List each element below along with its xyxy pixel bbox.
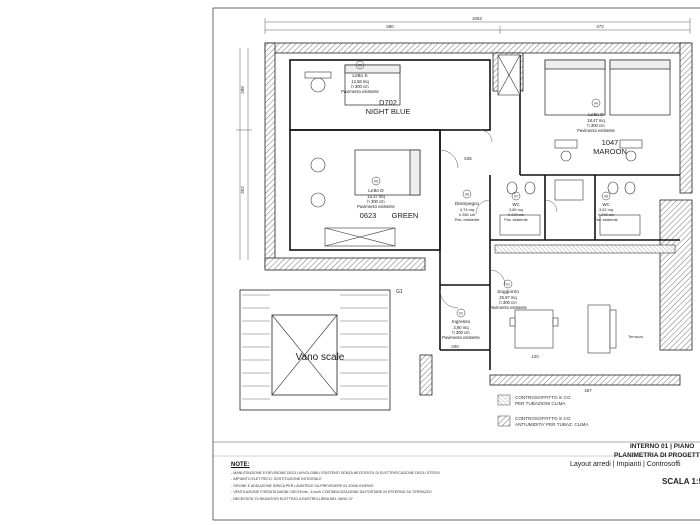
svg-text:Letto S: Letto S bbox=[352, 73, 367, 79]
room-number-soggiorno: 01 bbox=[506, 283, 510, 287]
terrazzo-label: Terrazzo bbox=[628, 334, 644, 339]
svg-text:3,52 mq: 3,52 mq bbox=[599, 208, 613, 212]
room-number-letto-d-top: 04 bbox=[594, 102, 598, 106]
svg-text:Letto D: Letto D bbox=[368, 188, 384, 194]
bathroom-fixtures bbox=[499, 179, 641, 236]
notes-title: NOTE: bbox=[231, 462, 250, 468]
dim-soggiorno-width: 120 bbox=[531, 354, 539, 359]
svg-text:h 300 cm: h 300 cm bbox=[367, 199, 385, 204]
svg-text:0623: 0623 bbox=[360, 211, 377, 220]
svg-text:18,47 mq: 18,47 mq bbox=[587, 118, 605, 123]
svg-text:h 260 cm: h 260 cm bbox=[459, 212, 476, 217]
svg-text:Pavimento esistente: Pavimento esistente bbox=[489, 305, 527, 310]
svg-text:h 300 cm: h 300 cm bbox=[351, 84, 369, 89]
interior-walls bbox=[289, 55, 680, 370]
furniture-chairs bbox=[304, 71, 643, 208]
note-item: - NECESSITA' DI RADIATORI ELETTRICI A RA… bbox=[231, 496, 353, 501]
door-swings bbox=[439, 129, 558, 309]
room-number-disimpegno: 06 bbox=[465, 193, 469, 197]
svg-text:15,37 mq: 15,37 mq bbox=[367, 194, 385, 199]
furniture-beds bbox=[344, 59, 671, 196]
svg-text:Pavimento esistente: Pavimento esistente bbox=[442, 335, 480, 340]
svg-text:Pav. esistente: Pav. esistente bbox=[455, 217, 481, 222]
title-scale: SCALA 1:5 bbox=[662, 477, 700, 486]
dim-bottom-total: 467 bbox=[584, 388, 592, 393]
note-item: - MANUTENZIONE E REVISIONE DEGLI AVVOLGI… bbox=[231, 471, 440, 475]
svg-text:1047: 1047 bbox=[602, 138, 619, 147]
section-mark: G1 bbox=[396, 289, 403, 295]
svg-text:MAROON: MAROON bbox=[593, 147, 627, 156]
svg-text:4,74 mq: 4,74 mq bbox=[460, 207, 474, 212]
svg-text:h 300 cm: h 300 cm bbox=[499, 300, 517, 305]
room-number-wc-2: 08 bbox=[604, 195, 608, 199]
svg-text:Pavimento esistente: Pavimento esistente bbox=[341, 89, 379, 94]
svg-text:h 240 cm: h 240 cm bbox=[598, 213, 614, 217]
title-line-3: Layout arredi | Impianti | Controsoffi bbox=[570, 461, 681, 468]
dim-left-lower: 352 bbox=[240, 186, 245, 194]
title-line-2: PLANIMETRIA DI PROGETT bbox=[614, 452, 700, 459]
svg-text:h 300 cm: h 300 cm bbox=[587, 123, 605, 128]
svg-text:Soggiorno: Soggiorno bbox=[497, 289, 519, 295]
dim-top-total: 1052 bbox=[472, 16, 483, 21]
dim-ingresso-width: 200 bbox=[451, 344, 459, 349]
legend-swatch-1 bbox=[497, 394, 511, 406]
svg-text:12,58 mq: 12,58 mq bbox=[351, 79, 369, 84]
svg-text:Pavimento esistente: Pavimento esistente bbox=[357, 204, 395, 209]
svg-text:WC: WC bbox=[602, 202, 609, 207]
svg-text:25,97 mq: 25,97 mq bbox=[499, 295, 517, 300]
svg-text:Pav. esistente: Pav. esistente bbox=[594, 218, 618, 222]
dim-top-left: 580 bbox=[386, 24, 394, 29]
room-letto-s: Letto S 12,58 mq h 300 cm Pavimento esis… bbox=[341, 73, 410, 116]
left-dimensions bbox=[236, 48, 252, 260]
room-wc-2: WC 3,52 mq h 240 cm Pav. esistente bbox=[594, 202, 618, 222]
room-letto-d-top: Letto D 18,47 mq h 300 cm Pavimento esis… bbox=[577, 112, 627, 156]
title-line-1: INTERNO 01 | PIANO bbox=[630, 443, 695, 450]
dim-mid: 535 bbox=[464, 156, 472, 161]
note-item: - VENTILAZIONE FORZATA BAGNI CIECHI min.… bbox=[231, 490, 432, 495]
dim-left-upper: 288 bbox=[240, 86, 245, 94]
svg-text:Pav. esistente: Pav. esistente bbox=[504, 218, 528, 222]
svg-text:3,90 mq: 3,90 mq bbox=[453, 325, 469, 330]
furniture-wardrobes bbox=[324, 54, 521, 247]
stairwell bbox=[239, 289, 391, 411]
svg-text:Letto D: Letto D bbox=[588, 112, 604, 118]
room-soggiorno: Soggiorno 25,97 mq h 300 cm Pavimento es… bbox=[489, 289, 527, 310]
room-number-letto-s: 03 bbox=[358, 64, 362, 68]
svg-text:Ingresso: Ingresso bbox=[452, 319, 471, 325]
room-number-circles bbox=[355, 60, 611, 318]
legend-swatch-2 bbox=[497, 415, 511, 427]
vano-scale-label: Vano scale bbox=[296, 352, 345, 363]
room-number-letto-d-left: 05 bbox=[374, 180, 378, 184]
notes-list: - MANUTENZIONE E REVISIONE DEGLI AVVOLGI… bbox=[231, 470, 561, 502]
legend-item-1: CONTROSOFFITTO in CG PER TUBAZIONI CLIMA bbox=[515, 395, 571, 406]
room-number-ingresso: 02 bbox=[459, 312, 463, 316]
svg-text:h 300 cm: h 300 cm bbox=[452, 330, 470, 335]
legend-item-2: CONTROSOFFITTO in CG ANTIUMIDITA' PER TU… bbox=[515, 416, 589, 427]
svg-text:3,85 mq: 3,85 mq bbox=[509, 208, 523, 212]
svg-text:NIGHT BLUE: NIGHT BLUE bbox=[366, 107, 411, 116]
svg-text:h 240 cm: h 240 cm bbox=[508, 213, 524, 217]
svg-text:GREEN: GREEN bbox=[392, 211, 419, 220]
room-number-wc-1: 07 bbox=[514, 195, 518, 199]
dim-top-right: 472 bbox=[596, 24, 604, 29]
furniture-living bbox=[494, 244, 676, 354]
svg-text:Disimpegno: Disimpegno bbox=[455, 201, 480, 206]
svg-text:Pavimento esistente: Pavimento esistente bbox=[577, 128, 615, 133]
note-item: - IMPIANTO ELETTRICO: SOSTITUZIONE INTEG… bbox=[231, 477, 322, 482]
svg-text:D702: D702 bbox=[379, 98, 397, 107]
room-wc-1: WC 3,85 mq h 240 cm Pav. esistente bbox=[504, 202, 528, 222]
room-ingresso: Ingresso 3,90 mq h 300 cm Pavimento esis… bbox=[442, 319, 480, 340]
top-dimensions bbox=[264, 18, 691, 34]
note-item: - SIFONE E ADDUZIONE IDRICA PER LAVATRIC… bbox=[231, 483, 374, 488]
sheet-border bbox=[212, 7, 700, 521]
svg-text:WC: WC bbox=[512, 202, 519, 207]
room-letto-d-left: Letto D 15,37 mq h 300 cm Pavimento esis… bbox=[357, 188, 418, 220]
room-disimpegno: Disimpegno 4,74 mq h 260 cm Pav. esisten… bbox=[455, 201, 481, 222]
